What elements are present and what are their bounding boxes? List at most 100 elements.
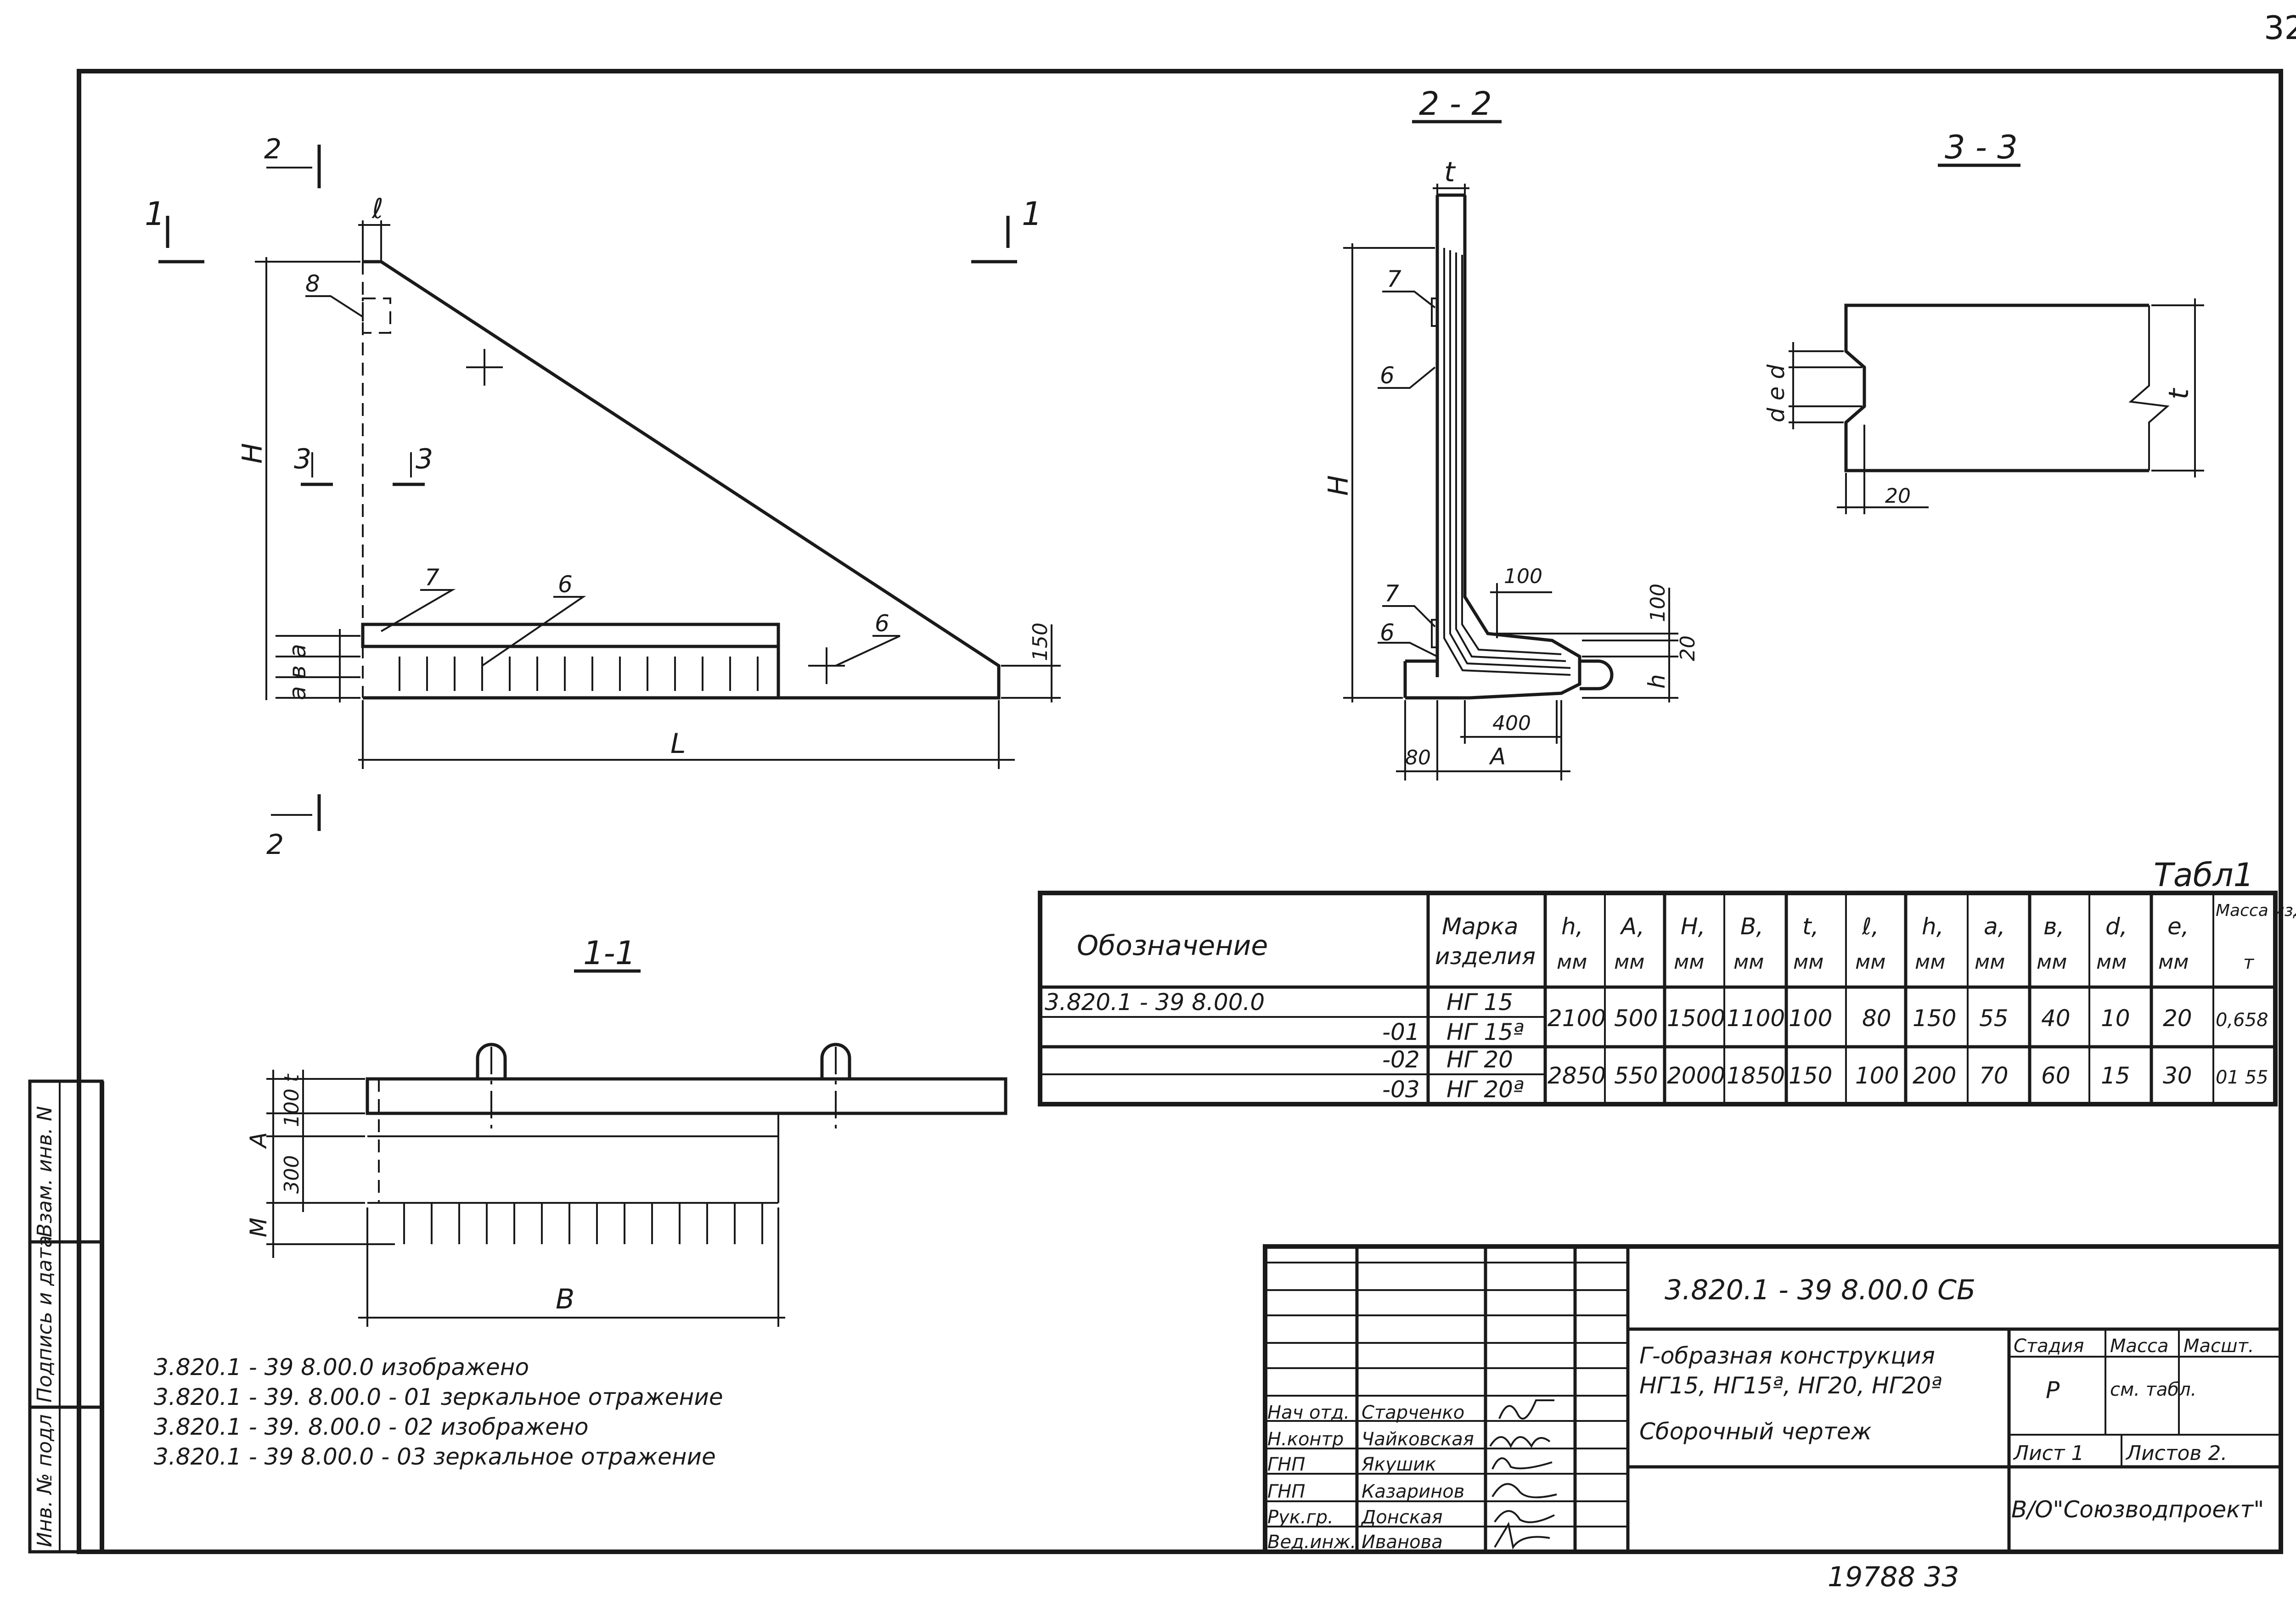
th-mass: Масса изделия: [2216, 901, 2296, 920]
staff-role-4: Рук.гр.: [1267, 1507, 1334, 1528]
th-d: d,: [2105, 913, 2127, 940]
tb-scale-label: Масшт.: [2183, 1336, 2254, 1357]
s22-callout-7a: 7: [1387, 266, 1401, 292]
g2-l: 100: [1855, 1062, 1899, 1089]
g1-d: 10: [2101, 1005, 2130, 1032]
row0-mark: НГ 15: [1446, 989, 1513, 1016]
g2-A: 550: [1614, 1062, 1658, 1089]
stamp-exchange-label: Взам. инв. N: [33, 1106, 56, 1237]
g1-l: 80: [1862, 1005, 1891, 1032]
tb-stage-value: Р: [2046, 1377, 2060, 1404]
s22-callout-6a: 6: [1380, 362, 1395, 389]
s22-dim-A: A: [1489, 743, 1506, 770]
drawing-frame: [77, 69, 2283, 1554]
g2-h: 2850: [1548, 1062, 1606, 1089]
s33-dim-t: t: [2163, 387, 2195, 399]
section-2-2: 2 - 2 t H 100: [1322, 85, 1699, 780]
tb-mass-value: см. табл.: [2110, 1379, 2196, 1400]
front-dim-150: 150: [1029, 623, 1052, 661]
page-number: 32: [2264, 9, 2296, 47]
g1-v: 40: [2041, 1005, 2071, 1032]
g1-mass: 0,658: [2216, 1010, 2268, 1031]
s22-dim-20: 20: [1676, 635, 1699, 661]
staff-name-2: Якушик: [1361, 1454, 1436, 1475]
note-2: 3.820.1 - 39. 8.00.0 - 01 зеркальное отр…: [154, 1384, 723, 1410]
notes: 3.820.1 - 39 8.00.0 изображено 3.820.1 -…: [154, 1354, 723, 1470]
tb-sheets: Листов 2.: [2125, 1442, 2227, 1465]
row3-mark: НГ 20ª: [1446, 1076, 1524, 1103]
th-h2: h,: [1922, 913, 1944, 940]
g2-H: 2000: [1667, 1062, 1725, 1089]
front-section-2-bottom: 2: [266, 829, 284, 861]
s33-dims-ded: d e d: [1763, 365, 1790, 422]
g2-a: 70: [1979, 1062, 2009, 1089]
th-h1: h,: [1561, 913, 1583, 940]
note-4: 3.820.1 - 39 8.00.0 - 03 зеркальное отра…: [154, 1443, 716, 1470]
s22-dim-t: t: [1444, 156, 1456, 188]
staff-name-0: Старченко: [1362, 1402, 1464, 1423]
th-v: в,: [2043, 913, 2064, 940]
th-h2-unit: мм: [1915, 950, 1945, 974]
s22-callout-6b: 6: [1380, 619, 1395, 646]
th-designation: Обозначение: [1077, 930, 1268, 962]
s22-dim-h: h: [1643, 674, 1670, 689]
row0-designation: 3.820.1 - 39 8.00.0: [1045, 989, 1265, 1016]
tb-organization: В/О"Союзводпроект": [2011, 1496, 2264, 1523]
row1-mark: НГ 15ª: [1446, 1019, 1524, 1045]
front-view: 1 1 2 2 3 3 H ℓ a в a: [145, 133, 1061, 861]
s22-dim-80: 80: [1405, 746, 1431, 769]
staff-role-2: ГНП: [1267, 1454, 1305, 1475]
g1-t: 100: [1789, 1005, 1832, 1032]
s11-dim-A: A: [245, 1132, 272, 1149]
th-t-unit: мм: [1793, 950, 1823, 974]
front-section-3-left: 3: [294, 443, 311, 475]
tb-stage-label: Стадия: [2014, 1336, 2084, 1357]
stamp-inv-label: Инв. № подл: [33, 1414, 56, 1547]
section-1-1-title: 1-1: [583, 934, 636, 972]
th-t: t,: [1802, 913, 1819, 940]
row1-designation: -01: [1382, 1019, 1420, 1045]
g1-A: 500: [1614, 1005, 1658, 1032]
th-B: B,: [1740, 913, 1763, 940]
th-H: H,: [1681, 913, 1705, 940]
bottom-code: 19788 33: [1828, 1561, 1959, 1593]
g2-h2: 200: [1913, 1062, 1956, 1089]
g2-B: 1850: [1727, 1062, 1785, 1089]
front-section-1-right: 1: [1022, 195, 1042, 233]
staff-role-0: Нач отд.: [1267, 1402, 1350, 1423]
staff-role-5: Вед.инж.: [1267, 1532, 1356, 1553]
s22-callout-7b: 7: [1384, 580, 1399, 607]
front-callout-8: 8: [305, 270, 320, 297]
g2-d: 15: [2101, 1062, 2130, 1089]
th-e-unit: мм: [2158, 950, 2189, 974]
th-e: e,: [2167, 913, 2189, 940]
section-1-1: 1-1 A M 300 100 t: [245, 934, 1007, 1327]
row2-mark: НГ 20: [1446, 1046, 1513, 1073]
section-3-3: 3 - 3 d e d t 20: [1763, 129, 2204, 514]
s22-dim-100a: 100: [1504, 565, 1542, 588]
front-callout-6b: 6: [875, 610, 889, 637]
th-a-unit: мм: [1975, 950, 2005, 974]
section-2-2-title: 2 - 2: [1419, 85, 1492, 123]
th-mark-top: Марка: [1442, 913, 1518, 940]
g2-t: 150: [1789, 1062, 1832, 1089]
g1-h2: 150: [1913, 1005, 1956, 1032]
s11-dim-100t: 100 t: [280, 1073, 304, 1127]
front-section-3-right: 3: [416, 443, 433, 475]
th-mass-unit: т: [2243, 952, 2255, 973]
g2-v: 60: [2041, 1062, 2071, 1089]
th-mark-bottom: изделия: [1435, 943, 1536, 970]
stamp-column: Инв. № подл Подпись и дата Взам. инв. N: [28, 1079, 104, 1554]
tb-name-2: НГ15, НГ15ª, НГ20, НГ20ª: [1639, 1372, 1942, 1399]
stamp-sign-label: Подпись и дата: [33, 1235, 56, 1403]
front-section-1-left: 1: [145, 195, 165, 233]
front-callout-6a: 6: [558, 571, 573, 598]
s22-dim-400: 400: [1492, 712, 1531, 735]
front-dims-aba: a в a: [284, 644, 311, 700]
g1-h: 2100: [1548, 1005, 1606, 1032]
s22-dim-H: H: [1322, 475, 1355, 496]
staff-name-3: Казаринов: [1362, 1481, 1464, 1502]
g2-mass: 01 55: [2216, 1067, 2268, 1088]
g1-e: 20: [2163, 1005, 2192, 1032]
